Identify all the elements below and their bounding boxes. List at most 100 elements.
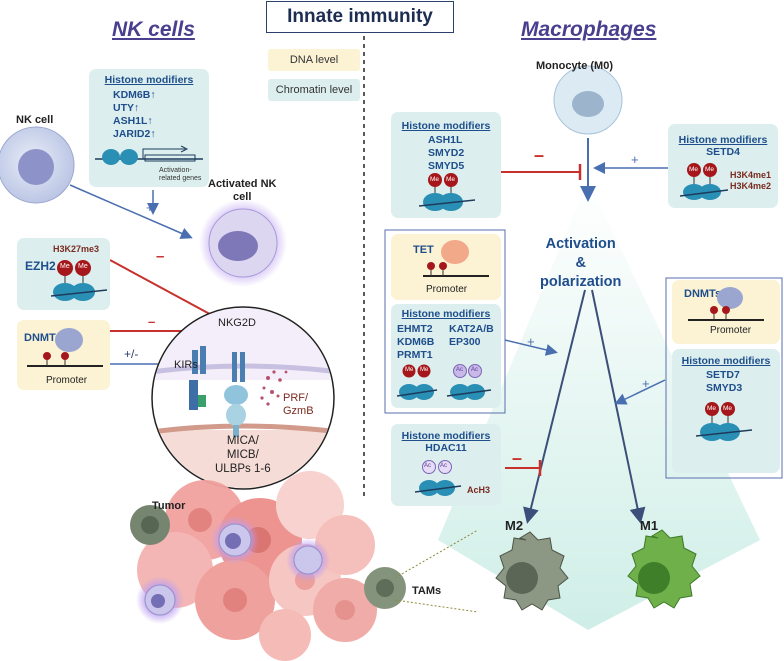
m1-arrow [591, 289, 646, 524]
activated-nk-nucleus [218, 231, 258, 261]
nk-activation-arrow [69, 184, 193, 239]
me-label: Me [446, 176, 456, 183]
page-title: Innate immunity [266, 1, 454, 33]
methylated-nucleosome-icon [51, 260, 107, 301]
activated-nk-label: Activated NK cell [208, 178, 277, 203]
nk-histone-item: ASH1L↑ [113, 115, 153, 127]
m1-label: M1 [640, 518, 659, 533]
ac-label: Ac [440, 463, 448, 469]
me-label: Me [705, 166, 715, 173]
h3k4me1-mark: H3K4me1 [730, 170, 772, 180]
dnmt-enzyme-icon [688, 287, 764, 321]
mac-dnmt-box: DNMTs Promoter [672, 280, 780, 344]
m2-arrow [523, 289, 586, 524]
mac-ehmt-item: EHMT2 [397, 323, 433, 335]
tumor-cluster [130, 471, 406, 661]
dnmt-enzyme-icon [27, 328, 103, 367]
me-label: Me [78, 263, 88, 270]
ac-label: Ac [456, 367, 464, 373]
nk-cell-label: NK cell [16, 114, 54, 126]
mac-tet-box: TET Promoter [391, 234, 501, 300]
mac-setd4-item: SETD4 [706, 146, 740, 158]
h3k27me3-mark: H3K27me3 [53, 244, 100, 254]
nk-dnmt-title: DNMTs [24, 332, 62, 344]
ezh2-sign: – [156, 248, 165, 265]
nk-histone-modifiers-box: Histone modifiers KDM6B↑ UTY↑ ASH1L↑ JAR… [89, 69, 209, 187]
mac-hdac-item: HDAC11 [425, 442, 467, 454]
methylated-nucleosome-icon [696, 402, 752, 441]
nk-histone-sign: + [146, 200, 154, 215]
mica-label: MICA/ MICB/ ULBPs 1-6 [215, 435, 271, 475]
acetylated-nucleosome-icon [415, 460, 462, 496]
nk-promoter-label: Promoter [46, 375, 88, 386]
mac-ehmt-item: PRMT1 [397, 349, 433, 361]
nk-histone-item: KDM6B↑ [113, 89, 156, 101]
ezh2-box: H3K27me3 EZH2 Me Me [17, 238, 110, 310]
me-label: Me [60, 263, 70, 270]
me-label: Me [689, 166, 699, 173]
mac-ash1l-box: Histone modifiers ASH1L SMYD2 SMYD5 Me M… [391, 112, 501, 218]
ash1l-sign: – [534, 145, 545, 165]
monocyte-label: Monocyte (M0) [536, 60, 613, 72]
nk-histone-item: UTY↑ [113, 102, 140, 114]
ach3-mark: AcH3 [467, 485, 491, 495]
mac-tet-promoter: Promoter [426, 284, 468, 295]
mac-setd4-title: Histone modifiers [678, 134, 768, 146]
mac-setd7-box: Histone modifiers SETD7 SMYD3 Me Me [672, 349, 780, 473]
nk-cell-nucleus [18, 149, 54, 185]
nk-histone-title: Histone modifiers [104, 74, 194, 86]
nk-section-title: NK cells [112, 18, 195, 41]
nk-histone-item: JARID2↑ [113, 128, 156, 140]
modified-nucleosomes-icon [397, 364, 492, 400]
mac-setd7-item: SETD7 [706, 369, 740, 381]
m2-label: M2 [505, 518, 524, 533]
macrophage-section-title: Macrophages [521, 18, 657, 41]
nkg2d-label: NKG2D [218, 317, 256, 329]
activation-genes-label: Activation- related genes [159, 167, 202, 182]
tet-enzyme-icon [423, 240, 489, 277]
mac-ash1l-item: SMYD2 [428, 147, 465, 159]
mac-setd7-title: Histone modifiers [681, 355, 771, 367]
ezh2-inhibition-line [109, 259, 220, 320]
mac-ehmt-item: KDM6B [397, 336, 435, 348]
legend-dna-level: DNA level [268, 49, 360, 71]
mac-tet-title: TET [413, 244, 434, 256]
mac-hdac-box: Histone modifiers HDAC11 Ac Ac AcH3 [391, 424, 501, 506]
dnmt-nkg2d-sign: – [148, 314, 156, 329]
dnmt-setd7-sign: + [642, 376, 650, 391]
methylated-nucleosome-icon [680, 163, 728, 200]
mac-ehmt-item: EP300 [449, 336, 481, 348]
mac-dnmt-title: DNMTs [684, 288, 722, 300]
mac-ehmt-item: KAT2A/B [449, 323, 494, 335]
h3k4me2-mark: H3K4me2 [730, 181, 772, 191]
dnmt-kirs-sign: +/- [124, 347, 139, 361]
mac-setd4-box: Histone modifiers SETD4 Me Me H3K4me1 H3… [668, 124, 778, 208]
me-label: Me [430, 176, 440, 183]
mac-dnmt-promoter: Promoter [710, 325, 752, 336]
me-label: Me [405, 367, 414, 373]
legend-chromatin-level: Chromatin level [268, 79, 360, 101]
mac-hdac-title: Histone modifiers [401, 430, 491, 442]
mac-ash1l-item: ASH1L [428, 134, 463, 146]
tams-label: TAMs [412, 585, 442, 597]
prf-gzmb-label: PRF/ GzmB [283, 392, 314, 417]
setd4-sign: + [631, 152, 639, 167]
ehmt-sign: + [527, 334, 535, 349]
dna-chromatin-group-right [665, 277, 783, 479]
kirs-label: KIRs [174, 359, 198, 371]
nucleosome-icon [95, 145, 203, 165]
me-label: Me [707, 405, 717, 412]
ac-label: Ac [424, 463, 432, 469]
activation-polarization-label: Activation & polarization [540, 236, 622, 290]
methylated-nucleosome-icon [419, 173, 475, 211]
mac-ehmt-title: Histone modifiers [401, 308, 491, 320]
me-label: Me [420, 367, 429, 373]
nk-dnmt-box: DNMTs Promoter [17, 320, 110, 390]
mac-ash1l-item: SMYD5 [428, 160, 465, 172]
polarization-beam [438, 180, 760, 630]
me-label: Me [723, 405, 733, 412]
hdac-sign: – [512, 448, 523, 468]
mac-ash1l-title: Histone modifiers [401, 120, 491, 132]
mac-setd7-item: SMYD3 [706, 382, 743, 394]
